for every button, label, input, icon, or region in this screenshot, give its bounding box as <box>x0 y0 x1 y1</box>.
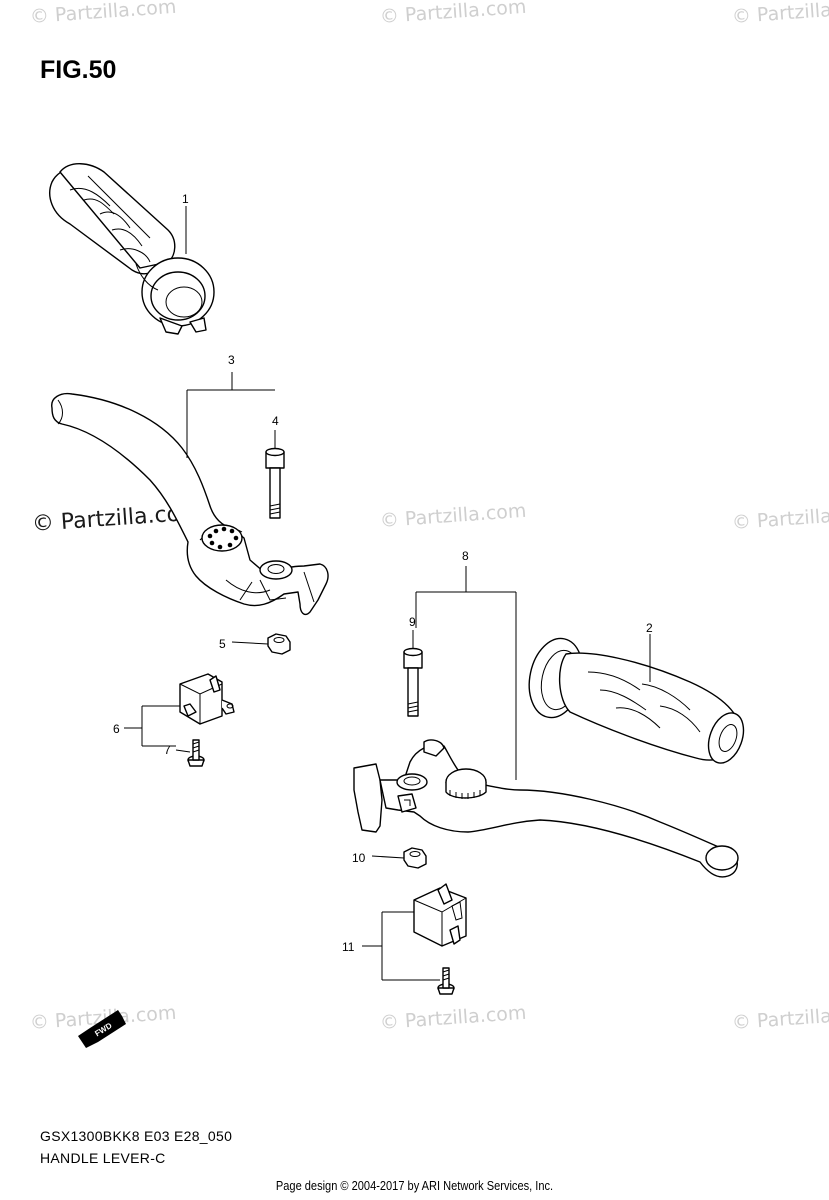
bolt-left <box>265 447 285 519</box>
callout-number: 4 <box>272 414 279 428</box>
callout-number: 3 <box>228 353 235 367</box>
bolt-right <box>403 647 423 717</box>
grip-right <box>528 637 745 764</box>
callout-number: 5 <box>219 637 226 651</box>
footer-copyright: Page design © 2004-2017 by ARI Network S… <box>275 1178 554 1193</box>
switch-left <box>179 673 235 725</box>
screw-left <box>187 739 205 767</box>
nut-left <box>267 633 291 655</box>
callout-number: 9 <box>409 615 416 629</box>
callout-number: 11 <box>342 940 355 954</box>
switch-right <box>413 883 467 947</box>
screw-right <box>437 967 455 995</box>
callout-number: 8 <box>462 549 469 563</box>
figure-title: FIG.50 <box>40 56 117 84</box>
callout-number: 6 <box>113 722 120 736</box>
grip-left <box>49 163 215 335</box>
callout-number: 1 <box>182 192 189 206</box>
fwd-arrow-icon: FWD <box>78 1010 126 1048</box>
callout-number: 10 <box>352 851 366 865</box>
lever-right <box>353 739 739 878</box>
diagram-name: HANDLE LEVER-C <box>40 1150 166 1166</box>
callout-number: 7 <box>164 743 171 757</box>
lever-left <box>51 392 329 616</box>
nut-right <box>403 847 427 869</box>
diagram-code: GSX1300BKK8 E03 E28_050 <box>40 1128 233 1144</box>
callout-number: 2 <box>646 621 653 635</box>
